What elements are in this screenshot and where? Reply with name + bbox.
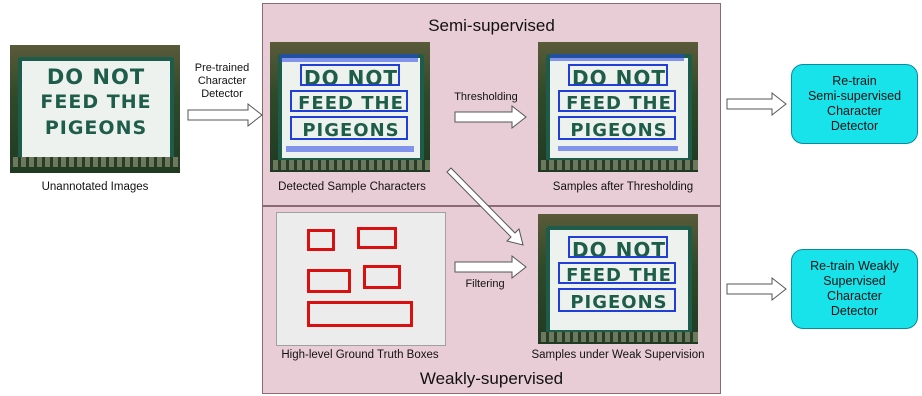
weak-sign-line-2: FEED THE [566,265,672,286]
unannotated-caption: Unannotated Images [41,181,149,193]
after-thresholding-caption: Samples after Thresholding [552,181,694,193]
detected-caption: Detected Sample Characters [278,181,426,193]
arrow-diagonal [446,167,524,246]
threshold-box-row3 [558,116,676,140]
semi-supervised-title: Semi-supervised [428,16,555,35]
arrow-to-detected [187,102,263,128]
threshold-top-strip [550,54,684,61]
weak-box-row2 [558,262,676,284]
filtering-label: Filtering [465,278,505,290]
unannotated-image: DO NOT FEED THE PIGEONS [10,45,180,173]
threshold-bottom-strip [558,146,678,151]
after-thresholding-image: DO NOT FEED THE PIGEONS [538,42,698,172]
arrow-thresholding [454,104,527,130]
weakly-supervised-title: Weakly-supervised [419,369,564,388]
retrain-semi-supervised-box: Re-train Semi-supervised Character Detec… [791,64,918,144]
detected-sample-image: DO NOT FEED THE PIGEONS [270,42,430,172]
sign-line-2: FEED THE [40,91,152,113]
detected-box-row1 [300,64,400,86]
sign-line-3: PIGEONS [44,117,148,139]
threshold-sign-line-2: FEED THE [566,93,672,114]
sign-line-1: DO NOT [46,65,146,89]
gt-box-5 [307,301,413,327]
weak-supervision-image: DO NOT FEED THE PIGEONS [538,214,698,344]
arrow-to-retrain-semi [726,91,787,117]
retrain-semi-line-2: Semi-supervised [807,89,902,103]
gt-box-2 [357,227,397,249]
pretrained-label-1: Pre-trained [194,62,250,74]
weak-sign-line-1: DO NOT [572,238,666,262]
weak-box-row3 [558,288,676,312]
retrain-weakly-supervised-box: Re-train Weakly Supervised Character Det… [791,249,918,329]
threshold-box-row1 [568,64,668,86]
arrow-to-retrain-weak [726,276,787,302]
detected-sign-line-2: FEED THE [298,93,404,114]
retrain-semi-line-3: Character [827,104,882,118]
retrain-semi-line-1: Re-train [832,74,877,88]
detected-sign-line-3: PIGEONS [302,120,400,141]
weak-samples-caption: Samples under Weak Supervision [531,349,705,361]
threshold-sign-line-3: PIGEONS [570,120,668,141]
retrain-weak-line-3: Character [827,289,882,303]
weak-sign-line-3: PIGEONS [570,292,668,313]
weak-box-row1 [568,236,668,258]
threshold-sign-line-1: DO NOT [572,66,666,90]
gt-box-1 [307,229,335,251]
pretrained-label-2: Character [197,75,247,87]
arrow-filtering [454,254,527,280]
gt-caption: High-level Ground Truth Boxes [281,349,439,361]
retrain-weak-line-4: Detector [830,304,879,318]
retrain-weak-line-2: Supervised [823,274,886,288]
ground-truth-box-canvas [276,212,446,346]
detected-box-row2 [290,90,408,112]
gt-box-4 [363,265,401,289]
thresholding-label: Thresholding [454,91,518,103]
threshold-box-row2 [558,90,676,112]
detected-top-strip [280,54,418,62]
retrain-semi-line-4: Detector [830,119,879,133]
detected-sign-line-1: DO NOT [304,66,398,90]
pretrained-label-3: Detector [201,88,243,100]
retrain-weak-line-1: Re-train Weakly [810,259,899,273]
gt-box-3 [307,269,351,293]
detected-box-row3 [290,116,408,140]
detected-bottom-strip [286,146,414,152]
